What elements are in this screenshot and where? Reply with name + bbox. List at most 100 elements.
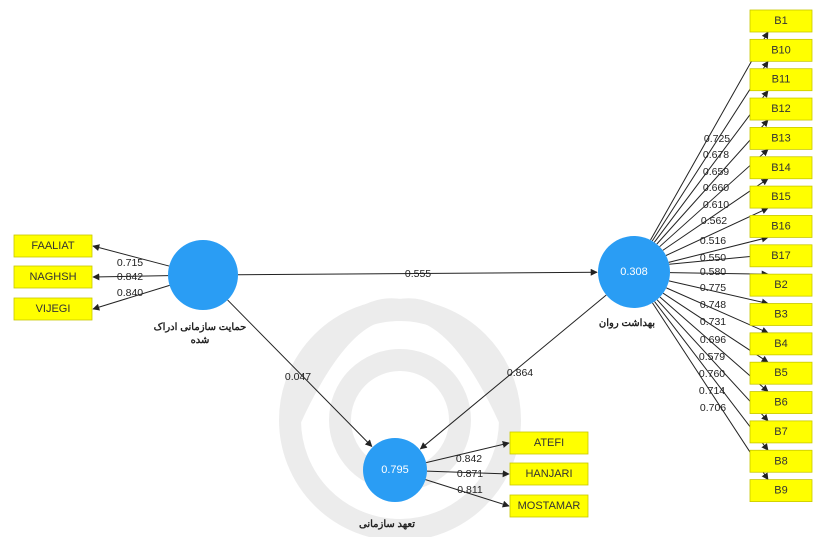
indicator-atefi-box: [509, 431, 589, 455]
indicator-b7-label: B7: [774, 426, 787, 438]
construct-name-mental-health: بهداشت روان: [599, 318, 655, 329]
path-pos-to-mh: [237, 268, 598, 276]
indicator-b9-box: [749, 479, 813, 503]
loading-line-b16: [668, 235, 769, 263]
r-squared-mental-health: 0.308: [620, 266, 648, 278]
loading-atefi: 0.842: [456, 453, 482, 465]
construct-name-perceived-support-line-2: شده: [191, 335, 210, 346]
indicator-faaliat: FAALIAT: [13, 234, 93, 258]
loading-faaliat: 0.715: [117, 257, 143, 269]
path-coefficient-pos-to-oc: 0.047: [285, 371, 311, 383]
loading-line-b8: [654, 301, 769, 451]
indicator-b13-label: B13: [771, 132, 791, 144]
indicator-naghsh-label: NAGHSH: [29, 271, 76, 283]
indicator-atefi-label: ATEFI: [534, 437, 564, 449]
loading-b11: 0.659: [703, 166, 729, 178]
indicator-b5-box: [749, 361, 813, 385]
indicator-hanjari-label: HANJARI: [525, 468, 572, 480]
indicator-b17: B17: [749, 244, 813, 268]
loading-b15: 0.516: [700, 235, 726, 247]
indicator-b17-box: [749, 244, 813, 268]
loading-line-b11: [653, 90, 769, 243]
indicator-b1-box: [749, 9, 813, 33]
indicator-b16: B16: [749, 215, 813, 238]
loading-line-faaliat: [92, 244, 170, 267]
indicator-b12-label: B12: [771, 103, 791, 115]
indicator-atefi: ATEFI: [509, 431, 589, 455]
indicator-b3-label: B3: [774, 309, 787, 321]
indicator-b5-label: B5: [774, 367, 787, 379]
path-coefficient-mh-to-oc: 0.864: [507, 367, 533, 379]
path-pos-to-oc: [227, 299, 373, 447]
construct-circle-commitment: [363, 438, 427, 502]
loading-line-hanjari: [426, 470, 510, 478]
indicator-b9-label: B9: [774, 485, 787, 497]
loading-line-naghsh: [92, 273, 169, 281]
loading-hanjari: 0.871: [457, 468, 483, 480]
indicator-naghsh: NAGHSH: [13, 265, 93, 289]
loading-line-b7: [656, 299, 769, 422]
loading-line-b17: [669, 252, 759, 265]
indicator-b4-box: [749, 332, 813, 356]
loading-b16: 0.550: [700, 252, 726, 264]
indicator-b4-label: B4: [774, 338, 787, 350]
indicator-vijegi: VIJEGI: [13, 297, 93, 321]
construct-name-commitment: تعهد سازمانی: [359, 519, 415, 530]
indicator-b10: B10: [749, 38, 813, 62]
indicator-b8: B8: [749, 449, 813, 473]
construct-perceived-support: [168, 240, 238, 310]
indicator-b3-box: [749, 303, 813, 326]
indicator-b6-label: B6: [774, 397, 787, 409]
indicator-b16-box: [749, 215, 813, 238]
construct-circle-perceived-support: [168, 240, 238, 310]
indicator-b5: B5: [749, 361, 813, 385]
indicator-b8-box: [749, 449, 813, 473]
loading-line-mostamar: [425, 479, 510, 508]
indicator-b14: B14: [749, 156, 813, 180]
indicator-b2-label: B2: [774, 279, 787, 291]
indicator-b13-box: [749, 127, 813, 150]
indicator-b13: B13: [749, 127, 813, 150]
indicator-b11-box: [749, 68, 813, 92]
indicator-b6: B6: [749, 391, 813, 414]
indicator-b2: B2: [749, 273, 813, 297]
indicator-b17-label: B17: [771, 250, 791, 262]
indicator-faaliat-box: [13, 234, 93, 258]
loading-line-b10: [651, 60, 769, 242]
indicator-b10-box: [749, 38, 813, 62]
path-mh-to-oc: [419, 294, 607, 450]
loading-line-vijegi: [92, 284, 170, 311]
indicator-b12: B12: [749, 97, 813, 121]
loading-b14: 0.562: [701, 215, 727, 227]
indicator-b12-box: [749, 97, 813, 121]
loading-b3: 0.748: [700, 299, 726, 311]
loading-b6: 0.579: [699, 351, 725, 363]
indicator-vijegi-label: VIJEGI: [36, 303, 71, 315]
construct-commitment: 0.795: [363, 438, 427, 502]
loading-mostamar: 0.811: [457, 484, 483, 496]
indicator-naghsh-box: [13, 265, 93, 289]
indicator-b15: B15: [749, 185, 813, 209]
loading-b12: 0.660: [703, 182, 729, 194]
indicator-b11: B11: [749, 68, 813, 92]
indicator-b6-box: [749, 391, 813, 414]
nodes-layer: FAALIATNAGHSHVIJEGIB1B10B11B12B13B14B15B…: [13, 9, 813, 518]
indicator-b4: B4: [749, 332, 813, 356]
loading-b4: 0.731: [700, 316, 726, 328]
indicator-mostamar: MOSTAMAR: [509, 494, 589, 518]
r-squared-commitment: 0.795: [381, 464, 409, 476]
loading-b13: 0.610: [703, 199, 729, 211]
indicator-hanjari-box: [509, 462, 589, 486]
indicator-b9: B9: [749, 479, 813, 503]
construct-mental-health: 0.308: [598, 236, 670, 308]
loading-naghsh: 0.842: [117, 271, 143, 283]
loading-line-b12: [656, 119, 769, 245]
indicator-b15-box: [749, 185, 813, 209]
indicator-faaliat-label: FAALIAT: [31, 240, 74, 252]
construct-circle-mental-health: [598, 236, 670, 308]
loading-b17: 0.580: [700, 266, 726, 278]
loading-line-b9: [652, 302, 769, 481]
indicator-b14-box: [749, 156, 813, 180]
loading-line-b1: [650, 31, 769, 241]
